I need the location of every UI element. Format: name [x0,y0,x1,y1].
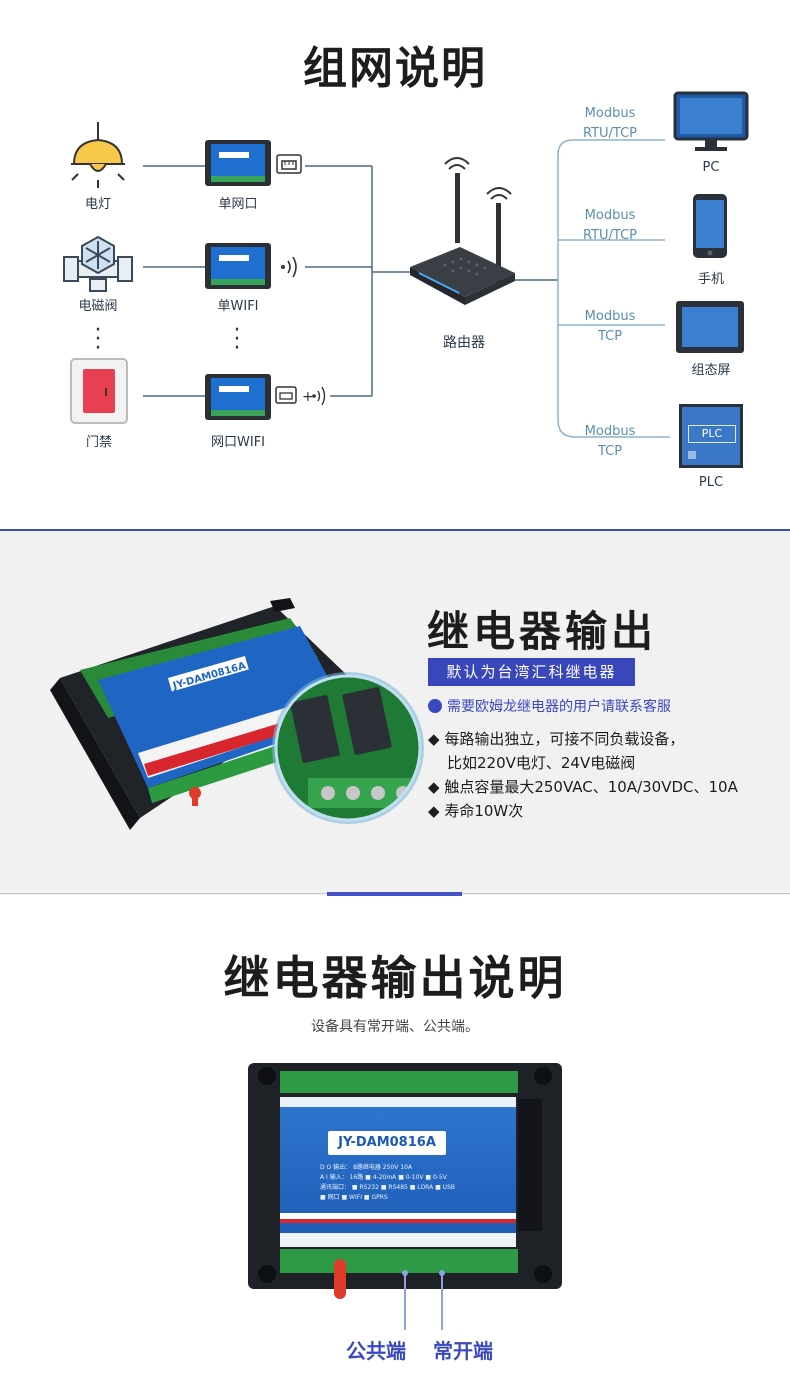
protocol-label-pc: Modbus RTU/TCP [575,104,645,144]
target-label-plc: PLC [698,475,724,490]
module-board-icon-1 [205,140,271,186]
mount-hole [258,1265,276,1283]
more-devices-dots: ··· [94,318,102,361]
blue-panel: JY-DAM0816A D O 输出： 8路继电器 250V 10A A I 输… [280,1097,516,1247]
plc-icon: PLC [679,404,743,468]
board-spec-text: D O 输出： 8路继电器 250V 10A A I 输入： 16路 ■ 4-2… [320,1163,490,1203]
terminal-number-strip [280,1233,516,1247]
relay-zoom-circle [272,672,424,824]
bullet-1: ◆ 每路输出独立，可接不同负载设备， [428,728,684,749]
device-label-valve: 电磁阀 [78,299,118,314]
relay-output-title: 继电器输出 [427,607,658,656]
protocol-line-1: Modbus [584,309,636,324]
bullet-2: ◆ 触点容量最大250VAC、10A/30VDC、10A [428,776,738,797]
normally-open-terminal-label: 常开端 [433,1339,493,1363]
protocol-line-2: TCP [597,329,623,344]
target-label-hmi: 组态屏 [691,363,731,378]
diamond-bullet-icon: ◆ [428,802,445,820]
network-lines [143,139,670,438]
bullet-text: 寿命10W次 [444,802,524,820]
relay-explanation-subtitle: 设备具有常开端、公共端。 [311,1019,479,1035]
target-label-pc: PC [702,160,720,175]
ethernet-wifi-icon: + [275,386,326,406]
pin-number-strip [280,1097,516,1107]
spec-line: 通讯端口： ■ RS232 ■ RS485 ■ LORA ■ USB [320,1184,455,1191]
common-terminal-label: 公共端 [346,1339,406,1363]
wifi-signal-icon [281,256,297,278]
mount-hole [534,1067,552,1085]
bottom-terminal-block [280,1249,518,1273]
diamond-bullet-icon: ◆ [428,730,445,748]
protocol-line-1: Modbus [584,106,636,121]
bullet-text: 每路输出独立，可接不同负载设备， [444,730,685,748]
module-label-3: 网口WIFI [211,435,265,450]
mount-hole [258,1067,276,1085]
section-divider-accent [327,892,462,896]
router-label: 路由器 [443,335,485,351]
door-access-icon [70,358,128,424]
router-icon [410,157,515,305]
device-label-lamp: 电灯 [84,197,111,212]
more-modules-dots: ··· [233,318,241,361]
module-board-icon-2 [205,243,271,289]
protocol-line-2: TCP [597,444,623,459]
protocol-line-2: RTU/TCP [582,228,638,243]
customer-service-icon [428,699,442,713]
phone-icon [693,194,727,258]
top-terminal-block [280,1071,518,1093]
module-label-1: 单网口 [218,197,258,212]
lamp-icon [71,122,125,188]
omron-contact-note: 需要欧姆龙继电器的用户请联系客服 [428,696,671,716]
protocol-line-1: Modbus [584,208,636,223]
plc-led [688,451,696,459]
section-divider-top [0,529,790,531]
spec-line: D O 输出： 8路继电器 250V 10A [320,1164,412,1171]
spec-line: ■ 网口 ■ WIFI ■ GPRS [320,1194,388,1201]
protocol-label-plc: Modbus TCP [575,422,645,462]
relay-brand-banner: 默认为台湾汇科继电器 [428,658,635,686]
white-band [280,1213,516,1221]
target-label-phone: 手机 [697,272,724,287]
bullet-3: ◆ 寿命10W次 [428,800,523,821]
protocol-line-2: RTU/TCP [582,126,638,141]
omron-contact-text: 需要欧姆龙继电器的用户请联系客服 [447,699,671,715]
valve-icon [63,235,133,292]
diamond-bullet-icon: ◆ [428,778,445,796]
antenna-connector [334,1259,346,1299]
bullet-1-continued: 比如220V电灯、24V电磁阀 [447,754,636,772]
ethernet-port-icon [276,154,302,174]
module-label-2: 单WIFI [217,299,259,314]
module-board-icon-3 [205,374,271,420]
hmi-screen-icon [676,301,744,353]
spec-line: A I 输入： 16路 ■ 4-20mA ■ 0-10V ■ 0-5V [320,1174,447,1181]
protocol-label-phone: Modbus RTU/TCP [575,206,645,246]
protocol-line-1: Modbus [584,424,636,439]
side-rail [518,1099,542,1231]
board-model-label: JY-DAM0816A [328,1131,446,1155]
bullet-text: 触点容量最大250VAC、10A/30VDC、10A [444,778,738,796]
plc-screen-text: PLC [688,425,736,443]
relay-module-photo: JY-DAM0816A [50,598,365,830]
relay-explanation-title: 继电器输出说明 [223,951,567,1005]
network-title: 组网说明 [303,43,487,94]
protocol-label-hmi: Modbus TCP [575,307,645,347]
red-band [280,1219,516,1223]
device-label-door: 门禁 [85,435,112,450]
relay-module-front: JY-DAM0816A D O 输出： 8路继电器 250V 10A A I 输… [248,1063,562,1299]
svg-text:+: + [302,389,314,405]
pc-monitor-icon [673,91,749,151]
callout-lines [402,1270,445,1330]
mount-hole [534,1265,552,1283]
